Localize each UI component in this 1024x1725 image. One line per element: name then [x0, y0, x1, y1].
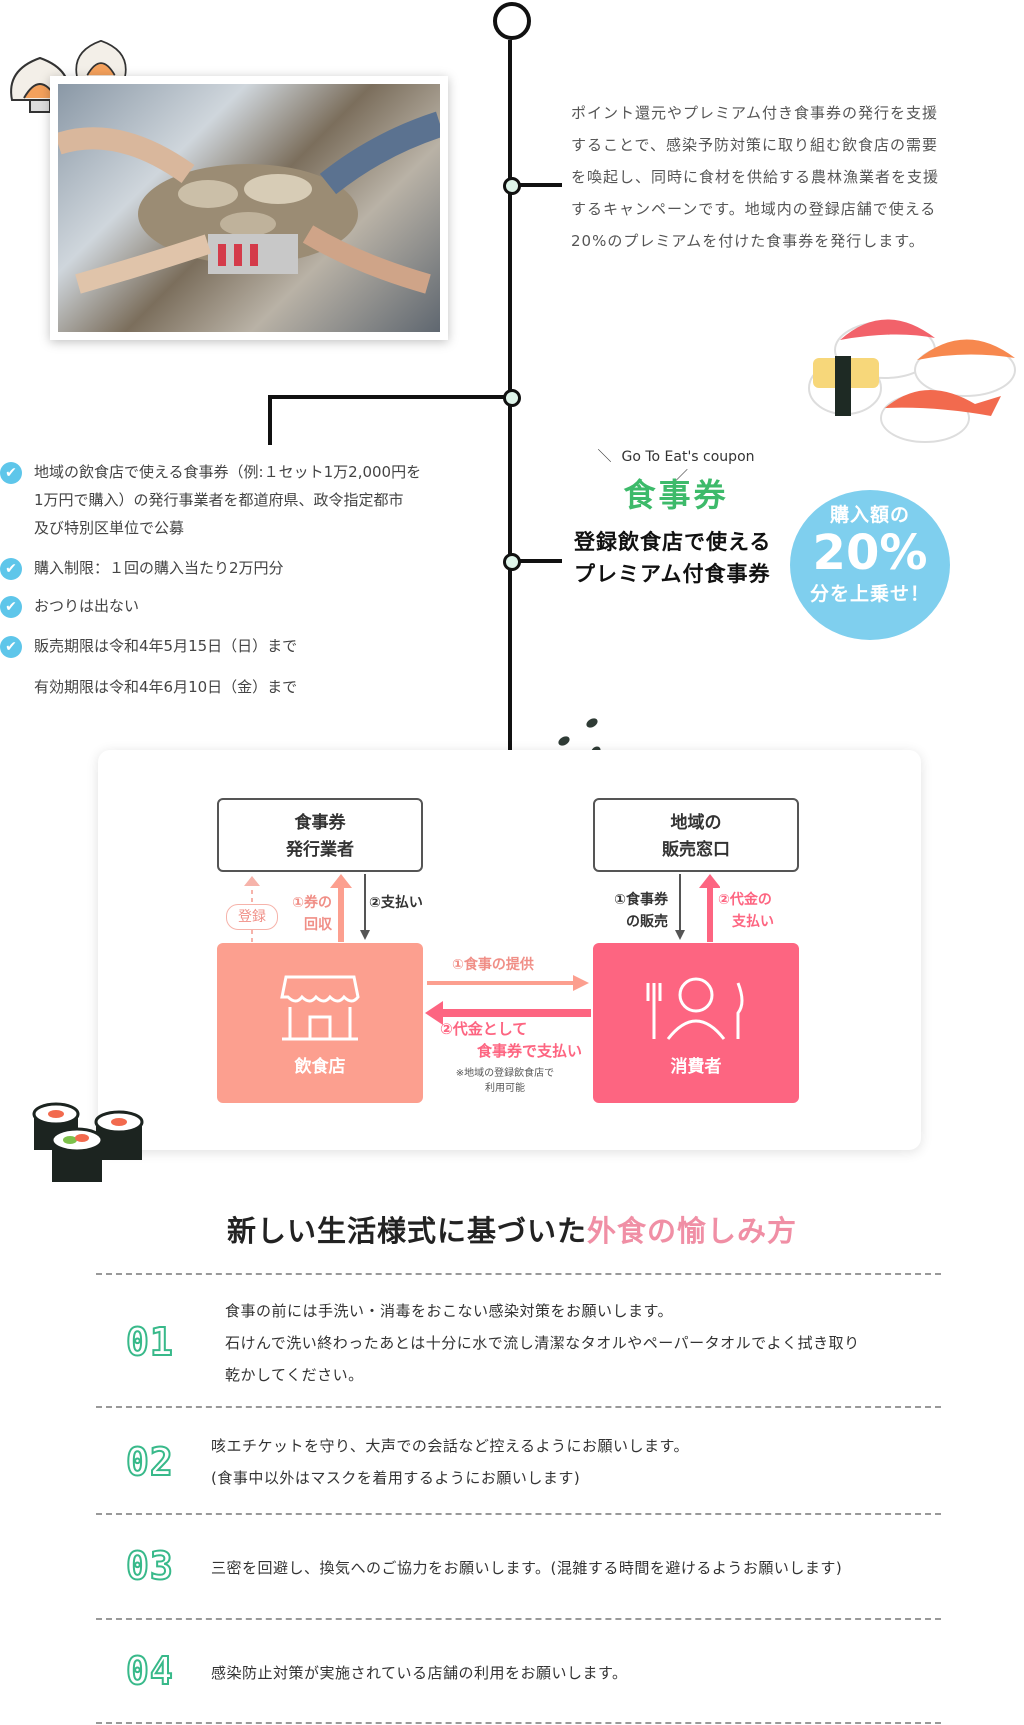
item-number: 01: [125, 1319, 174, 1365]
issuer-arrows: [244, 874, 370, 942]
pay-coupon-line: ②代金として: [440, 1020, 528, 1038]
enjoy-line: 乾かしてください。: [225, 1366, 364, 1384]
item-number: 04: [125, 1648, 174, 1694]
intro-line: 20%のプレミアムを付けた食事券を発行します。: [571, 232, 925, 250]
collect-line: 回収: [304, 917, 332, 933]
enjoy-item-1: 食事の前には手洗い・消毒をおこない感染対策をお願いします。 石けんで洗い終わった…: [225, 1295, 860, 1391]
condition-item-2: 購入制限：１回の購入当たり2万円分: [34, 559, 284, 577]
divider: [96, 1406, 941, 1408]
pay-coupon-line: 食事券で支払い: [476, 1042, 582, 1060]
divider: [96, 1513, 941, 1515]
fee-label: ②代金の 支払い: [718, 889, 788, 933]
coupon-note-line: 利用可能: [485, 1083, 525, 1094]
register-label: 登録: [226, 904, 278, 930]
enjoy-title: 新しい生活様式に基づいた外食の愉しみ方: [0, 1208, 1024, 1250]
consumer-box: 消費者: [593, 943, 799, 1103]
intro-line: することで、感染予防対策に取り組む飲食店の需要: [571, 136, 938, 154]
coupon-subtitle-line: プレミアム付食事券: [574, 562, 771, 586]
sell-line: ①食事券: [614, 892, 668, 908]
badge-top: 購入額の: [829, 504, 910, 526]
enjoy-line: (食事中以外はマスクを着用するようにお願いします): [211, 1469, 581, 1487]
coupon-subtitle: 登録飲食店で使える プレミアム付食事券: [574, 526, 784, 590]
timeline-drop-2: [268, 395, 272, 445]
enjoy-item-2: 咳エチケットを守り、大声での会話など控えるようにお願いします。 (食事中以外はマ…: [211, 1430, 689, 1494]
issuer-box: 食事券 発行業者: [217, 798, 423, 872]
sell-line: の販売: [626, 914, 668, 930]
check-icon: ✔: [0, 596, 22, 618]
coupon-tag-text: Go To Eat's coupon: [621, 449, 755, 465]
pay-coupon-label: ②代金として 食事券で支払い: [440, 1018, 582, 1062]
window-line: 販売窓口: [662, 840, 730, 860]
condition-item-1: 地域の飲食店で使える食事券（例:１セット1万2,000円を 1万円で購入）の発行…: [34, 458, 421, 542]
coupon-tag: ＼Go To Eat's coupon／: [597, 449, 755, 485]
enjoy-item-4: 感染防止対策が実施されている店舗の利用をお願いします。: [211, 1664, 628, 1682]
sales-window-box: 地域の 販売窓口: [593, 798, 799, 872]
condition-line: 地域の飲食店で使える食事券（例:１セット1万2,000円を: [34, 463, 422, 481]
collect-label: ①券の 回収: [272, 892, 332, 936]
food-photo: [50, 76, 448, 340]
window-line: 地域の: [670, 813, 722, 833]
timeline-connector-3: [518, 559, 562, 563]
enjoy-line: 石けんで洗い終わったあとは十分に水で流し清潔なタオルやペーパータオルでよく拭き取…: [225, 1334, 860, 1352]
intro-line: を喚起し、同時に食材を供給する農林漁業者を支援: [571, 168, 940, 186]
condition-line: 1万円で購入）の発行事業者を都道府県、政令指定都市: [34, 491, 404, 509]
divider: [96, 1273, 941, 1275]
provide-label: ①食事の提供: [452, 957, 534, 973]
collect-line: ①券の: [292, 895, 332, 911]
middle-arrows: [425, 975, 591, 1025]
sell-label: ①食事券 の販売: [604, 889, 668, 933]
restaurant-label: 飲食店: [294, 1057, 346, 1077]
shop-icon: [280, 975, 360, 1041]
condition-item-5: 有効期限は令和4年6月10日（金）まで: [34, 678, 298, 696]
item-number: 03: [125, 1543, 174, 1589]
condition-item-3: おつりは出ない: [34, 597, 140, 615]
diner-icon: [646, 977, 744, 1040]
coupon-title: 食事券: [623, 476, 729, 514]
check-icon: ✔: [0, 558, 22, 580]
coupon-subtitle-line: 登録飲食店で使える: [574, 530, 772, 554]
nigiri-sushi-icon: [808, 319, 1016, 443]
enjoy-item-3: 三密を回避し、換気へのご協力をお願いします。(混雑する時間を避けるようお願いしま…: [211, 1559, 843, 1577]
window-arrows: [675, 874, 720, 942]
intro-line: ポイント還元やプレミアム付き食事券の発行を支援: [571, 104, 938, 122]
enjoy-title-accent: 外食の愉しみ方: [587, 1214, 798, 1248]
item-number: 02: [125, 1439, 174, 1485]
check-icon: ✔: [0, 636, 22, 658]
intro-line: するキャンペーンです。地域内の登録店舗で使える: [571, 200, 937, 218]
timeline-connector-1: [518, 183, 562, 187]
divider: [96, 1618, 941, 1620]
maki-roll-icon: [32, 1102, 144, 1182]
pay-label: ②支払い: [369, 895, 423, 911]
enjoy-title-plain: 新しい生活様式に基づいた: [226, 1214, 587, 1248]
enjoy-line: 食事の前には手洗い・消毒をおこない感染対策をお願いします。: [225, 1302, 674, 1320]
fee-line: ②代金の: [718, 892, 772, 908]
enjoy-line: 咳エチケットを守り、大声での会話など控えるようにお願いします。: [211, 1437, 689, 1455]
coupon-note-line: ※地域の登録飲食店で: [455, 1068, 555, 1079]
timeline-connector-2: [270, 395, 506, 399]
fee-line: 支払い: [732, 914, 774, 930]
divider: [96, 1722, 941, 1724]
intro-paragraph: ポイント還元やプレミアム付き食事券の発行を支援 することで、感染予防対策に取り組…: [571, 97, 991, 257]
issuer-line: 発行業者: [286, 840, 354, 860]
consumer-label: 消費者: [670, 1057, 722, 1077]
badge-value: 20%: [812, 525, 928, 581]
coupon-note: ※地域の登録飲食店で 利用可能: [440, 1066, 570, 1096]
restaurant-box: 飲食店: [217, 943, 423, 1103]
check-icon: ✔: [0, 462, 22, 484]
condition-line: 及び特別区単位で公募: [34, 519, 185, 537]
issuer-line: 食事券: [294, 813, 346, 833]
badge-bottom: 分を上乗せ！: [809, 583, 930, 605]
premium-badge: 購入額の 20% 分を上乗せ！: [790, 490, 950, 640]
timeline-start-circle: [493, 2, 531, 40]
condition-item-4: 販売期限は令和4年5月15日（日）まで: [34, 637, 298, 655]
